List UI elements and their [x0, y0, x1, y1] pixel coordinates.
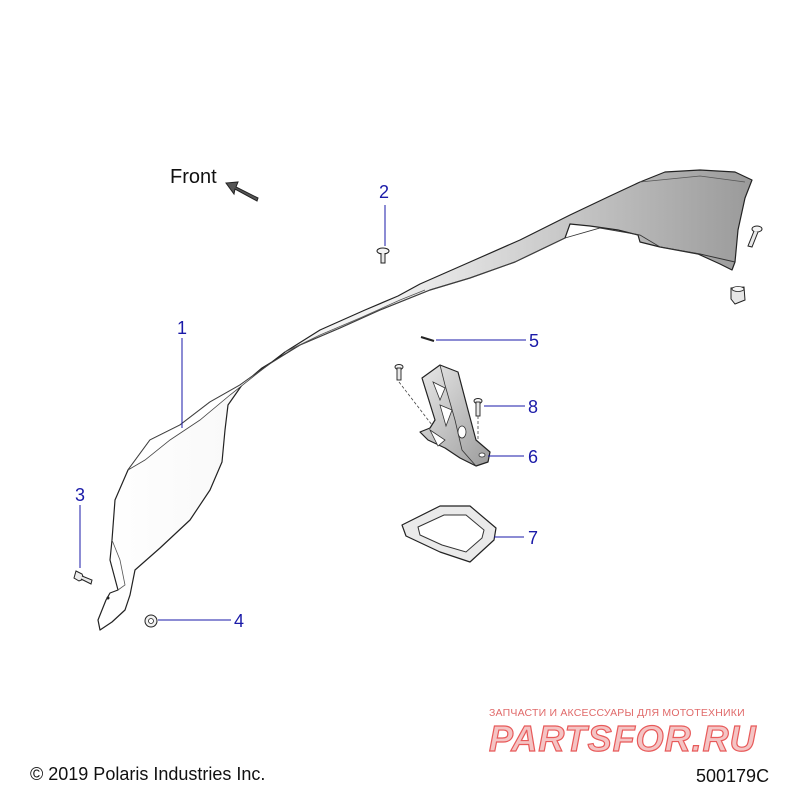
callout-7: 7 [528, 528, 538, 548]
callout-2: 2 [379, 182, 389, 202]
screw-part-8 [473, 398, 483, 417]
watermark-logo: PARTSFOR.RU [488, 717, 757, 759]
screw-part-3 [73, 570, 93, 585]
screw-bracket-left [394, 364, 404, 381]
rear-panel-part-1 [97, 169, 753, 631]
callout-6: 6 [528, 447, 538, 467]
nut-upper-right [730, 286, 746, 305]
callout-5: 5 [529, 331, 539, 351]
screw-part-2 [376, 247, 390, 264]
callout-1: 1 [177, 318, 187, 338]
bracket-part-6 [398, 364, 491, 467]
pin-part-5 [420, 336, 435, 342]
callout-3: 3 [75, 485, 85, 505]
callout-8: 8 [528, 397, 538, 417]
nut-part-4 [144, 614, 158, 628]
front-arrow-icon [225, 181, 259, 202]
gasket-part-7 [401, 505, 497, 563]
front-label: Front [170, 166, 217, 188]
callout-leaders [79, 205, 526, 621]
callout-4: 4 [234, 611, 244, 631]
copyright-text: © 2019 Polaris Industries Inc. [30, 764, 266, 784]
watermark-tagline: ЗАПЧАСТИ И АКСЕССУАРЫ ДЛЯ МОТОТЕХНИКИ [489, 707, 745, 719]
diagram-part-number: 500179C [696, 766, 770, 786]
screw-upper-right [747, 225, 763, 248]
